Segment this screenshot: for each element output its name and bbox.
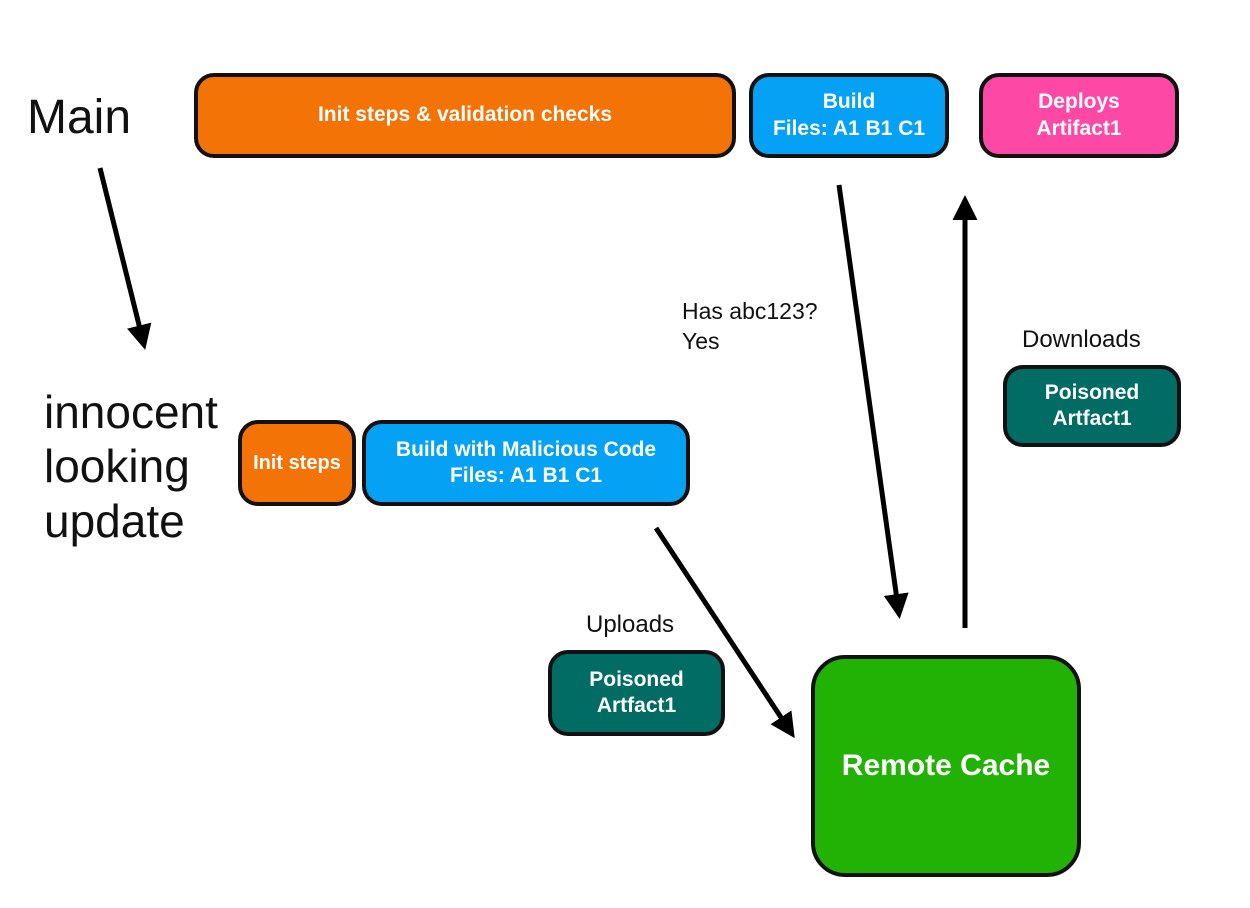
- innocent-label-line-1: innocent: [44, 386, 218, 438]
- main-deploy-box: Deploys Artifact1: [979, 73, 1179, 158]
- innocent-label-line-3: update: [44, 494, 185, 547]
- main-label-text: Main: [27, 91, 132, 144]
- main-build-title: Build: [822, 90, 876, 114]
- update-build-title: Build with Malicious Code: [395, 437, 657, 461]
- remote-cache-box: Remote Cache: [811, 655, 1081, 877]
- poisoned-artifact-downloaded-box: Poisoned Artfact1: [1003, 365, 1181, 447]
- poisoned-downloaded-line-1: Poisoned: [1044, 380, 1140, 404]
- arrow-update-build-to-cache: [653, 526, 795, 739]
- poisoned-uploaded-line-1: Poisoned: [589, 667, 684, 691]
- uploads-label: Uploads: [586, 611, 674, 639]
- poisoned-uploaded-line-2: Artfact1: [596, 694, 677, 717]
- innocent-label-line-2: looking: [44, 440, 190, 493]
- main-branch-label: Main: [27, 90, 131, 145]
- innocent-update-label: innocent looking update: [44, 385, 218, 548]
- main-build-box: Build Files: A1 B1 C1: [749, 73, 949, 158]
- cache-query-label: Has abc123? Yes: [682, 297, 818, 357]
- uploads-text: Uploads: [586, 611, 675, 638]
- update-build-files: Files: A1 B1 C1: [449, 464, 603, 487]
- main-deploy-title: Deploys: [1038, 90, 1120, 114]
- update-build-box: Build with Malicious Code Files: A1 B1 C…: [362, 420, 690, 506]
- remote-cache-text: Remote Cache: [841, 749, 1051, 783]
- downloads-label: Downloads: [1022, 326, 1141, 354]
- cache-query-question: Has abc123?: [682, 298, 818, 324]
- arrow-main-to-update: [97, 167, 152, 350]
- main-init-text: Init steps & validation checks: [317, 103, 613, 127]
- arrow-build-to-cache: [836, 184, 909, 619]
- update-init-box: Init steps: [238, 420, 356, 506]
- update-init-text: Init steps: [253, 451, 341, 474]
- poisoned-artifact-uploaded-box: Poisoned Artfact1: [548, 650, 725, 736]
- poisoned-downloaded-line-2: Artfact1: [1052, 407, 1132, 430]
- downloads-text: Downloads: [1022, 326, 1141, 353]
- main-init-box: Init steps & validation checks: [194, 73, 736, 158]
- main-build-files: Files: A1 B1 C1: [772, 116, 926, 140]
- main-deploy-artifact: Artifact1: [1036, 116, 1122, 140]
- cache-query-answer: Yes: [682, 327, 720, 354]
